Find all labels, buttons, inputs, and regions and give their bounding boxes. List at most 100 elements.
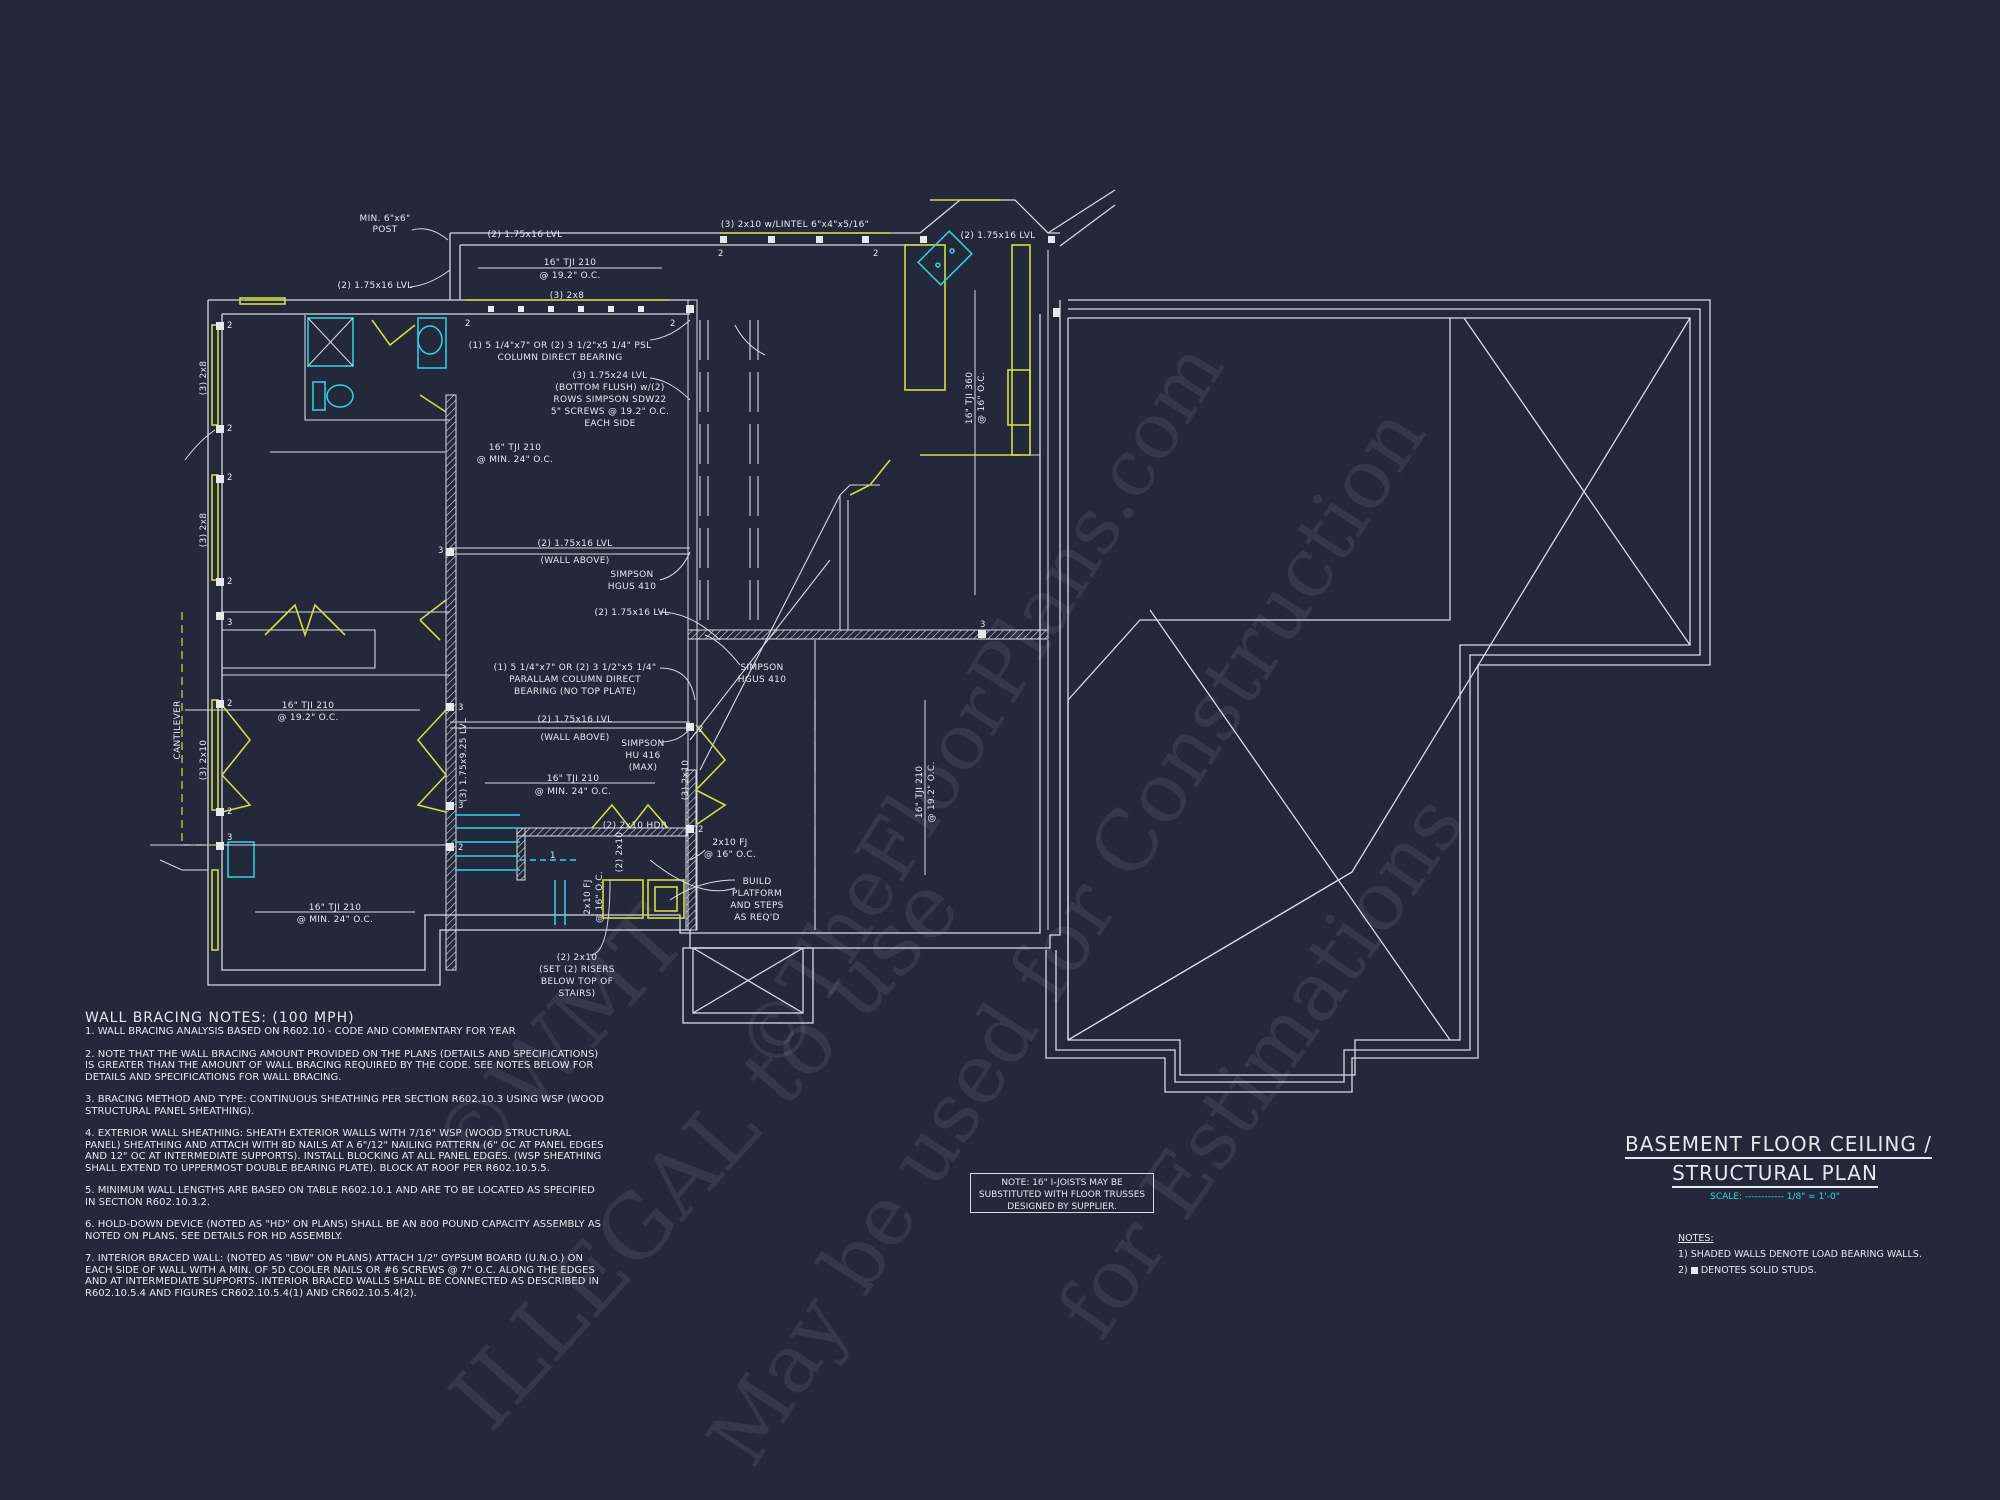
plan-scale: SCALE: ------------ 1/8" = 1'-0" [1710, 1192, 1840, 1202]
psl-2: COLUMN DIRECT BEARING [498, 353, 623, 363]
stud-mark: 3 [980, 620, 986, 630]
wall-bracing-note-5: 5. MINIMUM WALL LENGTHS ARE BASED ON TAB… [85, 1185, 595, 1208]
risers-1: (2) 2x10 [557, 953, 598, 963]
stud-mark: 2 [227, 699, 233, 709]
side-2x10: (3) 2x10 [199, 740, 209, 781]
parallam-1: (1) 5 1/4"x7" OR (2) 3 1/2"x5 1/4" [494, 663, 657, 673]
simpson-hgus-1a: SIMPSON [610, 570, 653, 580]
stud-mark: 3 [458, 801, 464, 811]
stud-mark: 3 [438, 546, 444, 556]
tji-mid-1: 16" TJI 210 [489, 443, 542, 453]
plumbing-fixtures [227, 230, 973, 925]
stud-mark: 2 [458, 843, 464, 853]
plan-title-line-2: STRUCTURAL PLAN [1672, 1161, 1878, 1188]
risers-4: STAIRS) [559, 989, 596, 999]
lvl-kitchen: (2) 1.75x16 LVL [961, 231, 1036, 241]
platform-1: BUILD [743, 877, 772, 887]
stud-mark: 2 [718, 249, 724, 259]
fj-vertical-1: 2x10 FJ [583, 879, 593, 914]
platform-3: AND STEPS [730, 901, 783, 911]
plan-title-line-1: BASEMENT FLOOR CEILING / [1625, 1132, 1932, 1159]
parallam-3: BEARING (NO TOP PLATE) [514, 687, 636, 697]
wall-bracing-note-4: 4. EXTERIOR WALL SHEATHING: SHEATH EXTER… [85, 1128, 604, 1174]
wall-bracing-note-7: 7. INTERIOR BRACED WALL: (NOTED AS "IBW"… [85, 1253, 600, 1299]
stud-mark: 1 [550, 851, 556, 861]
simpson-hu-2: HU 416 [625, 751, 660, 761]
lvl24-4: 5" SCREWS @ 19.2" O.C. [551, 407, 669, 417]
cantilever-label: CANTILEVER [173, 700, 183, 759]
note-line-1: NOTE: 16" I-JOISTS MAY BE [1001, 1178, 1123, 1188]
load-bearing-walls [445, 299, 1049, 971]
plan-title-block: BASEMENT FLOOR CEILING / STRUCTURAL PLAN… [1625, 1132, 1932, 1202]
note-line-3: DESIGNED BY SUPPLIER. [1007, 1202, 1117, 1212]
stud-mark: 3 [458, 703, 464, 713]
stud-mark: 2 [698, 825, 704, 835]
lvl-wall-above-1a: (2) 1.75x16 LVL [538, 539, 613, 549]
small-2x10: (2) 2x10 [615, 832, 625, 873]
stud-mark: 2 [873, 249, 879, 259]
platform-2: PLATFORM [732, 889, 782, 899]
hdr-label: (2) 2x10 HDR [603, 821, 668, 831]
lvl-top-left: (2) 1.75x16 LVL [488, 230, 563, 240]
legend-item-1: 1) SHADED WALLS DENOTE LOAD BEARING WALL… [1678, 1249, 1922, 1260]
post-label-2: POST [373, 225, 398, 235]
lvl24-3: ROWS SIMPSON SDW22 [553, 395, 666, 405]
lintel-label: (3) 2x10 w/LINTEL 6"x4"x5/16" [721, 220, 869, 230]
tji-top-2: @ 19.2" O.C. [539, 271, 600, 281]
post-label: MIN. 6"x6" [360, 214, 411, 224]
tji-kitchen-1: 16" TJI 360 [965, 372, 975, 425]
tji-left-mid-2: @ 19.2" O.C. [277, 713, 338, 723]
simpson-hgus-1b: HGUS 410 [608, 582, 656, 592]
simpson-hu-3: (MAX) [629, 763, 658, 773]
tji-low-mid-2: @ MIN. 24" O.C. [535, 787, 611, 797]
stud-mark: 2 [670, 319, 676, 329]
legend-item-2-prefix: 2) [1678, 1265, 1688, 1276]
simpson-hgus-2a: SIMPSON [740, 663, 783, 673]
tji-low-mid-1: 16" TJI 210 [547, 774, 600, 784]
wall-bracing-notes: WALL BRACING NOTES: (100 MPH) 1. WALL BR… [85, 1010, 605, 1310]
outer-walls [207, 189, 1711, 1093]
stud-mark: 2 [227, 321, 233, 331]
wall-bracing-note-2: 2. NOTE THAT THE WALL BRACING AMOUNT PRO… [85, 1048, 599, 1083]
stud-mark: 2 [227, 424, 233, 434]
joist-span-arrows [185, 267, 976, 913]
stud-mark: 3 [227, 833, 233, 843]
solid-stud-square-icon [1690, 1267, 1698, 1274]
wall-bracing-note-1: 1. WALL BRACING ANALYSIS BASED ON R602.1… [85, 1026, 516, 1037]
legend-item-2-text: DENOTES SOLID STUDS. [1700, 1265, 1817, 1276]
side-2x8-b: (3) 2x8 [199, 513, 209, 548]
lvl24-2: (BOTTOM FLUSH) w/(2) [555, 383, 664, 393]
lvl24-1: (3) 1.75x24 LVL [573, 371, 648, 381]
stud-mark: 2 [227, 577, 233, 587]
tji-mid-2: @ MIN. 24" O.C. [477, 455, 553, 465]
solid-stud-markers [216, 236, 1060, 851]
risers-2: (SET (2) RISERS [539, 965, 615, 975]
tji-left-mid-1: 16" TJI 210 [282, 701, 335, 711]
stud-mark: 2 [227, 473, 233, 483]
fj-right-2: @ 16" O.C. [704, 850, 756, 860]
tji-bottom-1: 16" TJI 210 [309, 903, 362, 913]
legend-item-2: 2) DENOTES SOLID STUDS. [1678, 1263, 1922, 1279]
right-2x10: (3) 2x10 [681, 760, 691, 801]
parallam-2: PARALLAM COLUMN DIRECT [509, 675, 641, 685]
tji-kitchen-2: @ 16" O.C. [977, 372, 987, 424]
leader-lines [184, 228, 766, 956]
note-line-2: SUBSTITUTED WITH FLOOR TRUSSES [978, 1190, 1146, 1200]
wall-bracing-title: WALL BRACING NOTES: (100 MPH) [85, 1010, 355, 1026]
wall-bracing-note-3: 3. BRACING METHOD AND TYPE: CONTINUOUS S… [85, 1094, 604, 1117]
tji-garage-1: 16" TJI 210 [915, 766, 925, 819]
stud-mark: 2 [698, 725, 704, 735]
windows-doors-cabinets [211, 199, 1031, 951]
i-joist-note-box: NOTE: 16" I-JOISTS MAY BE SUBSTITUTED WI… [970, 1173, 1154, 1213]
side-2x8-a: (3) 2x8 [199, 361, 209, 396]
legend-notes: NOTES: 1) SHADED WALLS DENOTE LOAD BEARI… [1678, 1231, 1922, 1279]
lvl-925: (3) 1.75x9.25 LVL [459, 718, 469, 802]
risers-3: BELOW TOP OF [541, 977, 613, 987]
lvl-16-mid: (2) 1.75x16 LVL [595, 608, 670, 618]
interior-walls [222, 250, 1049, 930]
plate-2x8: (3) 2x8 [550, 291, 585, 301]
stud-mark: 2 [227, 807, 233, 817]
tji-top-1: 16" TJI 210 [544, 258, 597, 268]
fj-vertical-2: @ 16" O.C. [595, 871, 605, 923]
